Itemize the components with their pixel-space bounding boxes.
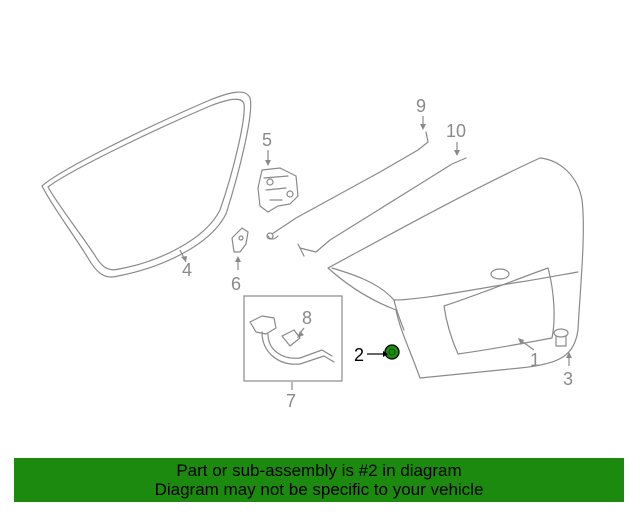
banner-line-1: Part or sub-assembly is #2 in diagram [176,461,462,480]
parts-diagram: 4 5 6 9 10 1 3 [41,91,584,411]
trunk-lid[interactable] [327,157,584,379]
release-cable[interactable] [266,131,429,240]
latch-bracket[interactable] [231,227,249,253]
arrow-1 [518,338,524,345]
callout-8: 8 [302,308,312,328]
arrow-10 [454,150,460,156]
sub-assembly-box [243,295,343,382]
weatherstrip-seal[interactable] [41,91,252,278]
arrow-2 [383,351,388,357]
callout-10: 10 [446,121,466,141]
callout-3: 3 [563,369,573,389]
callout-7: 7 [286,391,296,411]
callout-4: 4 [182,260,192,280]
arrow-8 [297,331,304,338]
arrow-3 [566,352,572,358]
trunk-latch[interactable] [257,167,299,213]
arrow-5 [265,160,271,166]
callout-2: 2 [354,345,364,365]
highlighted-part-2[interactable] [384,344,400,360]
bolt[interactable] [553,328,569,347]
callout-5: 5 [262,130,272,150]
banner-line-2: Diagram may not be specific to your vehi… [154,480,484,499]
callout-1: 1 [530,350,540,370]
callout-9: 9 [416,96,426,116]
lock-rod[interactable] [297,157,467,257]
arrow-6 [235,256,241,262]
info-banner: Part or sub-assembly is #2 in diagram Di… [14,458,624,502]
arrow-4 [181,256,187,262]
trunk-hinge[interactable] [249,315,335,365]
hinge-pin[interactable] [281,329,301,347]
arrow-9 [420,124,426,130]
callout-6: 6 [231,274,241,294]
